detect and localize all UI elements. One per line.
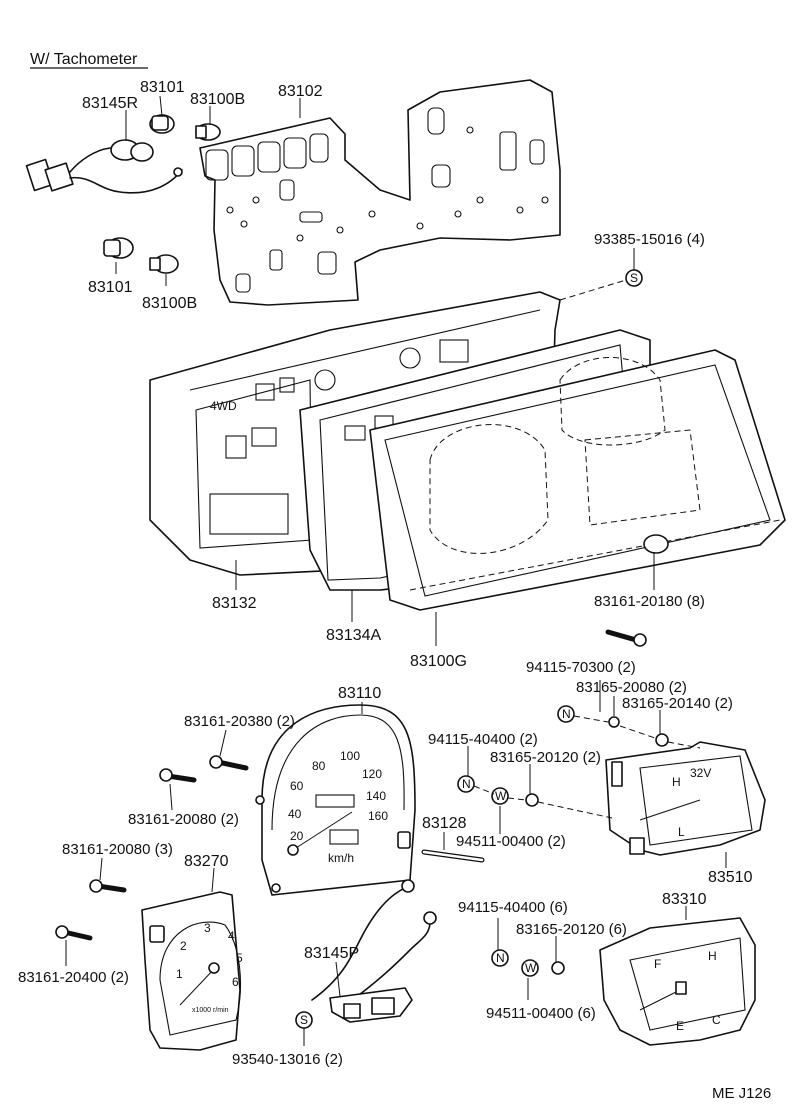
speedo-tick-80: 80 xyxy=(312,759,326,773)
gauge-c-label: C xyxy=(712,1013,721,1027)
symbol-s-93385: S xyxy=(625,269,643,287)
leader-lines xyxy=(65,95,727,1046)
label-83100G: 83100G xyxy=(410,653,467,670)
part-83100B-bulb-bot xyxy=(149,254,179,274)
tacho-unit: x1000 r/min xyxy=(192,1007,229,1014)
label-83161-20180: 83161-20180 (8) xyxy=(594,593,705,610)
gauge-h-label: H xyxy=(672,775,681,789)
speedo-tick-160: 160 xyxy=(368,809,388,823)
label-83165-20120-b: 83165-20120 (6) xyxy=(516,921,627,938)
label-94115-70300: 94115-70300 (2) xyxy=(526,659,636,676)
washer-83165-20140 xyxy=(655,733,669,747)
screw-83161-20380 xyxy=(209,755,249,771)
label-83310: 83310 xyxy=(662,891,707,908)
svg-text:S: S xyxy=(300,1013,308,1027)
label-83161-20380: 83161-20380 (2) xyxy=(184,713,295,730)
screw-83161-20180 xyxy=(605,629,647,647)
gauge-f-label: F xyxy=(654,957,661,971)
symbol-n-94115-70300: N xyxy=(557,705,575,723)
speedo-tick-60: 60 xyxy=(290,779,304,793)
label-83100B-top: 83100B xyxy=(190,91,245,108)
tacho-tick-4: 4 xyxy=(228,929,235,943)
speedo-tick-20: 20 xyxy=(290,829,304,843)
label-93540-13016: 93540-13016 (2) xyxy=(232,1051,343,1068)
svg-text:W: W xyxy=(495,789,507,803)
label-83101-top: 83101 xyxy=(140,79,185,96)
gauge-l-label: L xyxy=(678,825,685,839)
part-83101-socket-top xyxy=(149,114,175,134)
washer-83165-20120-a xyxy=(525,793,539,807)
svg-text:N: N xyxy=(496,951,505,965)
label-83145P: 83145P xyxy=(304,945,359,962)
panel-4wd-label: 4WD xyxy=(210,399,237,413)
symbol-s-93540: S xyxy=(295,1011,313,1029)
label-83110: 83110 xyxy=(338,685,381,702)
speedo-tick-140: 140 xyxy=(366,789,386,803)
screw-83161-20080-3 xyxy=(89,879,127,893)
label-83161-20080-3: 83161-20080 (3) xyxy=(62,841,173,858)
part-83145R-harness xyxy=(25,139,183,194)
label-83165-20140: 83165-20140 (2) xyxy=(622,695,733,712)
part-83100G-glass xyxy=(369,349,786,611)
part-83270-tachometer: 1 2 3 4 5 6 x1000 r/min xyxy=(141,891,243,1051)
tacho-tick-2: 2 xyxy=(180,939,187,953)
part-83128-cable xyxy=(421,849,485,863)
symbol-w-94511-00400-a: W xyxy=(491,787,509,805)
speedo-tick-120: 120 xyxy=(362,767,382,781)
label-83270: 83270 xyxy=(184,853,229,870)
svg-text:N: N xyxy=(562,707,571,721)
speedo-tick-100: 100 xyxy=(340,749,360,763)
part-labels: 83101 83145R 83100B 83102 93385-15016 (4… xyxy=(18,79,771,1102)
svg-text:W: W xyxy=(525,961,537,975)
label-83101-bot: 83101 xyxy=(88,279,133,296)
tacho-tick-5: 5 xyxy=(236,951,243,965)
tacho-tick-1: 1 xyxy=(176,967,183,981)
symbol-n-94115-40400-a: N xyxy=(457,775,475,793)
label-83102: 83102 xyxy=(278,83,323,100)
label-83165-20080: 83165-20080 (2) xyxy=(576,679,687,696)
label-94115-40400-a: 94115-40400 (2) xyxy=(428,731,538,748)
label-83100B-bot: 83100B xyxy=(142,295,197,312)
svg-text:N: N xyxy=(462,777,471,791)
part-83145P-harness xyxy=(311,879,437,1023)
tacho-tick-3: 3 xyxy=(204,921,211,935)
gauge-h2-label: H xyxy=(708,949,717,963)
label-83132: 83132 xyxy=(212,595,257,612)
label-94115-40400-b: 94115-40400 (6) xyxy=(458,899,568,916)
label-83510: 83510 xyxy=(708,869,753,886)
part-83510-gauge: H 32V L xyxy=(605,741,766,856)
label-83134A: 83134A xyxy=(326,627,381,644)
gauge-32v-label: 32V xyxy=(690,766,711,780)
part-83101-socket-bot xyxy=(103,237,134,259)
label-83128: 83128 xyxy=(422,815,467,832)
svg-text:S: S xyxy=(630,271,638,285)
washer-83165-20080 xyxy=(608,716,620,728)
diagram-heading: W/ Tachometer xyxy=(30,51,138,68)
label-83165-20120-a: 83165-20120 (2) xyxy=(490,749,601,766)
part-83110-speedometer: 20 40 60 80 100 120 140 160 km/h xyxy=(255,704,416,896)
speedo-unit: km/h xyxy=(328,851,354,865)
part-83102-printed-circuit xyxy=(199,79,561,306)
label-94511-00400-a: 94511-00400 (2) xyxy=(456,833,566,850)
screw-83161-20400 xyxy=(55,925,93,941)
part-83310-gauge: F H E C xyxy=(599,917,756,1046)
label-94511-00400-b: 94511-00400 (6) xyxy=(486,1005,596,1022)
screw-83161-20080-2 xyxy=(159,768,197,783)
washer-83165-20120-b xyxy=(551,961,565,975)
label-93385-15016: 93385-15016 (4) xyxy=(594,231,705,248)
speedo-tick-40: 40 xyxy=(288,807,302,821)
tacho-tick-6: 6 xyxy=(232,975,239,989)
label-83161-20080-2: 83161-20080 (2) xyxy=(128,811,239,828)
diagram-code: ME J126 xyxy=(712,1085,771,1102)
label-83161-20400: 83161-20400 (2) xyxy=(18,969,129,986)
symbol-w-94511-00400-b: W xyxy=(521,959,539,977)
symbol-n-94115-40400-b: N xyxy=(491,949,509,967)
label-83145R: 83145R xyxy=(82,95,138,112)
part-83100B-bulb-top xyxy=(195,123,221,141)
gauge-e-label: E xyxy=(676,1019,684,1033)
